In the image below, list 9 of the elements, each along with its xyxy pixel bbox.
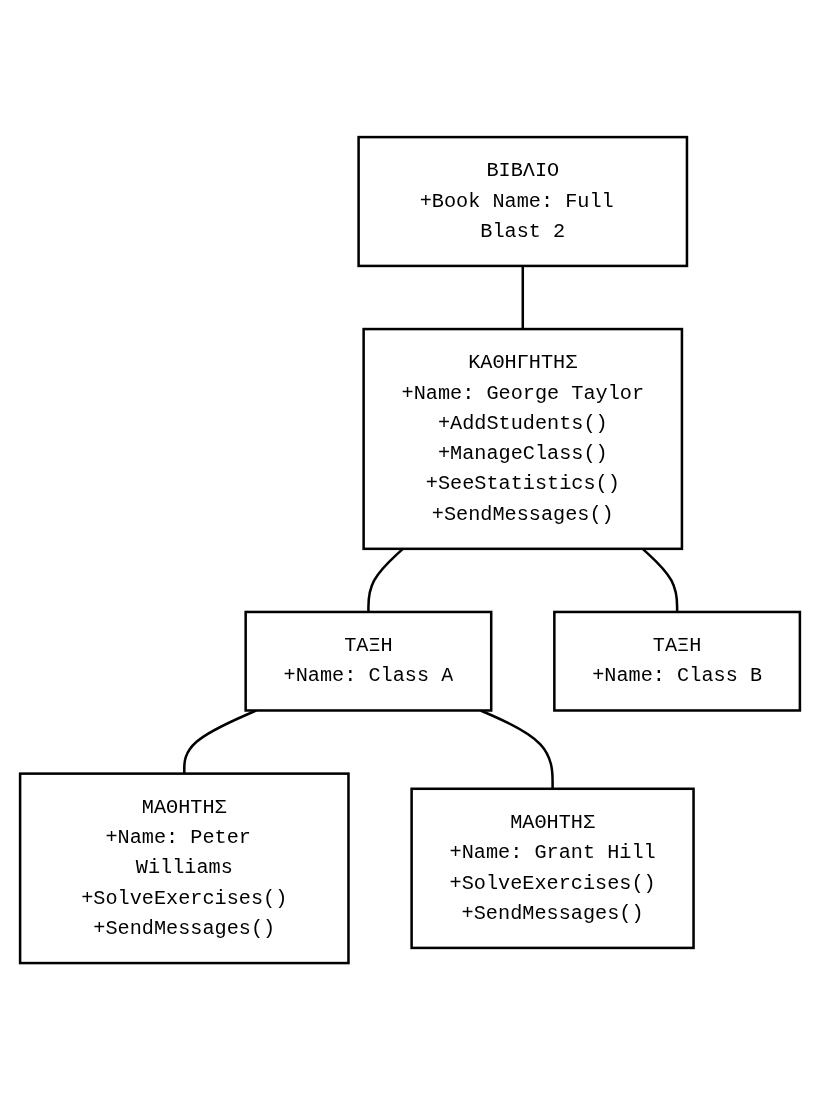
node-box: ΤΑΞΗ +Name: Class B	[553, 610, 802, 712]
connector	[480, 709, 554, 789]
node-box: ΒΙΒΛΙΟ +Book Name: Full Blast 2	[357, 135, 689, 268]
connector	[183, 709, 257, 774]
node-box: ΜΑΘΗΤΗΣ +Name: Grant Hill +SolveExercises() +SendMessages()	[410, 787, 695, 950]
node-box: ΚΑΘΗΓΗΤΗΣ +Name: George Taylor +AddStudents() +ManageClass() +SeeStatistics() +SendMessages()	[362, 327, 684, 550]
connector	[521, 265, 525, 329]
node-box: ΜΑΘΗΤΗΣ +Name: Peter Williams +SolveExercises() +SendMessages()	[18, 772, 350, 965]
node-box: ΤΑΞΗ +Name: Class A	[244, 610, 493, 712]
